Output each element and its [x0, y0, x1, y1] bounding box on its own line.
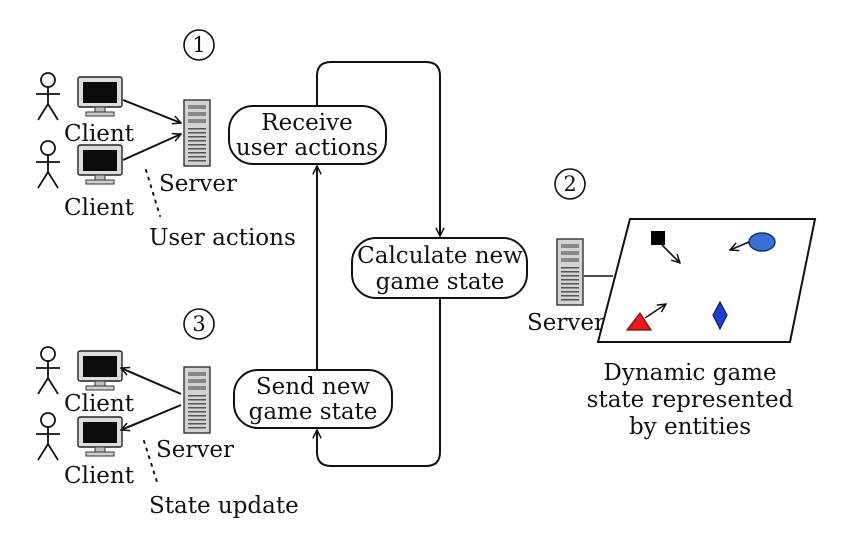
client-label-1: Client	[64, 121, 135, 147]
step-1-marker: 1	[183, 29, 215, 61]
monitor-icon	[77, 144, 123, 185]
step-3-number: 3	[192, 312, 205, 336]
loop-arrow-receive-to-calculate	[316, 61, 440, 236]
server-label-middle: Server	[527, 310, 605, 336]
caption-line-1: Dynamic game	[603, 360, 776, 386]
square-entity-icon	[651, 231, 665, 245]
user-actions-label: User actions	[149, 225, 296, 251]
monitor-icon	[77, 76, 123, 117]
person-icon	[35, 140, 61, 189]
calculate-line-1: Calculate new	[357, 243, 523, 269]
calculate-line-2: game state	[376, 269, 505, 295]
client-label-2: Client	[64, 195, 135, 221]
step-2-marker: 2	[554, 168, 586, 200]
state-update-leader	[143, 440, 159, 486]
diamond-entity-icon	[712, 300, 728, 331]
user-actions-leader	[145, 169, 161, 217]
server-tower-icon	[183, 366, 211, 434]
person-icon	[35, 412, 61, 461]
receive-line-2: user actions	[236, 135, 378, 161]
calculate-game-state-box: Calculate new game state	[351, 237, 528, 299]
receive-line-1: Receive	[261, 110, 352, 136]
send-game-state-box: Send new game state	[233, 369, 393, 429]
send-line-1: Send new	[256, 374, 371, 400]
arrow-server-to-client4	[121, 404, 182, 430]
state-update-label: State update	[149, 493, 299, 519]
arrow-client2-to-server	[122, 134, 181, 161]
person-icon	[35, 346, 61, 395]
ellipse-entity-icon	[748, 232, 776, 252]
game-state-plane	[596, 218, 817, 343]
caption-line-3: by entities	[629, 414, 751, 440]
square-motion-arrow	[661, 244, 680, 263]
monitor-icon	[77, 416, 123, 457]
server-tower-icon	[556, 238, 584, 306]
client-label-3: Client	[64, 391, 135, 417]
arrow-client1-to-server	[122, 99, 181, 123]
caption-line-2: state represented	[587, 387, 794, 413]
receive-user-actions-box: Receive user actions	[228, 105, 387, 165]
monitor-icon	[77, 350, 123, 391]
server-label-bottom: Server	[156, 437, 234, 463]
send-line-2: game state	[249, 399, 378, 425]
step-3-marker: 3	[183, 308, 215, 340]
arrow-server-to-client3	[121, 368, 182, 395]
ellipse-motion-arrow	[730, 241, 750, 250]
server-tower-icon	[183, 99, 211, 167]
client-label-4: Client	[64, 463, 135, 489]
person-icon	[35, 72, 61, 121]
triangle-entity-icon	[625, 311, 653, 331]
loop-arrow-calculate-to-send	[317, 298, 441, 467]
step-2-number: 2	[563, 172, 576, 196]
step-1-number: 1	[192, 33, 205, 57]
triangle-motion-arrow	[644, 304, 666, 319]
server-label-top: Server	[159, 171, 237, 197]
